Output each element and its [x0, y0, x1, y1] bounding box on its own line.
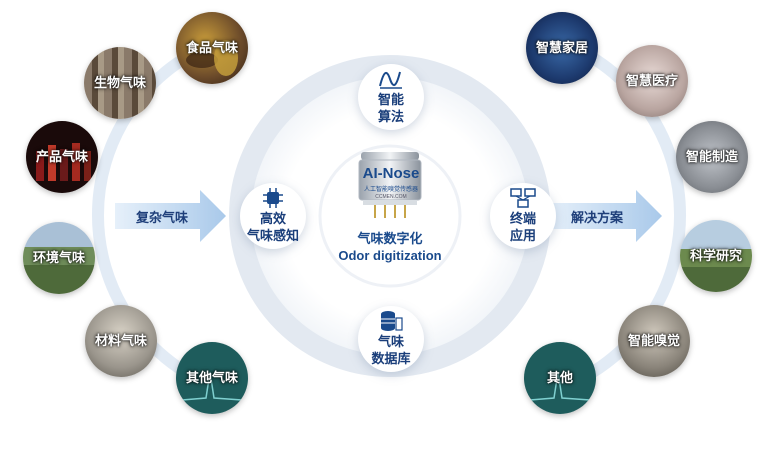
center-caption-cn: 气味数字化 — [357, 231, 423, 246]
right-circle-smart-medical: 智慧医疗 — [616, 45, 688, 117]
node-terminal: 终端 应用 — [490, 183, 556, 249]
left-label-environment: 环境气味 — [32, 249, 85, 265]
inner-ring — [318, 144, 462, 288]
node-algorithm-line2: 算法 — [377, 109, 404, 124]
left-circle-food: 食品气味 — [176, 12, 248, 84]
left-circle-other: 其他气味 — [176, 342, 248, 414]
left-circle-material: 材料气味 — [85, 305, 157, 377]
database-icon — [381, 311, 403, 332]
node-database-line2: 数据库 — [371, 351, 411, 366]
right-arrow — [548, 190, 662, 242]
left-label-other: 其他气味 — [185, 369, 238, 385]
chip-icon — [263, 188, 283, 209]
left-label-product: 产品气味 — [35, 148, 88, 164]
left-circle-bio: 生物气味 — [84, 47, 156, 119]
right-circle-smart-home: 智慧家居 — [526, 12, 598, 84]
food-photo-icon — [186, 40, 238, 76]
left-arrow-label: 复杂气味 — [136, 210, 189, 225]
terminal-icon — [510, 188, 536, 208]
peak-curve-icon — [181, 371, 243, 401]
right-label-olfaction: 智能嗅觉 — [627, 332, 680, 348]
right-circle-research: 科学研究 — [680, 220, 752, 292]
algorithm-icon — [379, 71, 402, 89]
node-database-line1: 气味 — [377, 334, 404, 350]
right-circle-other: 其他 — [524, 342, 596, 414]
right-circle-smart-manufacturing: 智能制造 — [676, 121, 748, 193]
right-label-other: 其他 — [546, 369, 573, 385]
peak-curve-icon-right — [529, 371, 591, 401]
node-algorithm: 智能 算法 — [358, 64, 424, 130]
right-circle-olfaction: 智能嗅觉 — [618, 305, 690, 377]
left-arc — [92, 39, 213, 391]
left-label-bio: 生物气味 — [93, 74, 146, 90]
right-label-smart-medical: 智慧医疗 — [625, 72, 678, 88]
right-label-smart-manufacturing: 智能制造 — [685, 148, 738, 164]
sensor-url: CCMEN.COM — [375, 194, 407, 200]
sensor-brand: AI-Nose — [362, 165, 420, 182]
left-circle-environment: 环境气味 — [23, 222, 95, 294]
node-perception: 高效 气味感知 — [240, 183, 306, 249]
node-perception-line1: 高效 — [259, 211, 286, 227]
node-algorithm-line1: 智能 — [377, 92, 404, 108]
left-label-food: 食品气味 — [185, 39, 238, 55]
center-caption-en: Odor digitization — [338, 248, 442, 263]
sensor-icon — [358, 152, 422, 218]
right-label-research: 科学研究 — [689, 247, 742, 263]
right-arrow-label: 解决方案 — [571, 210, 624, 225]
sensor-subtitle: 人工智能嗅觉传感器 — [363, 187, 418, 193]
left-arrow — [115, 190, 226, 242]
right-label-smart-home: 智慧家居 — [535, 39, 588, 55]
node-terminal-line1: 终端 — [509, 211, 536, 227]
left-label-material: 材料气味 — [94, 332, 147, 348]
product-photo-icon — [36, 143, 91, 181]
left-circle-product: 产品气味 — [26, 121, 98, 193]
node-terminal-line2: 应用 — [509, 228, 536, 243]
node-perception-line2: 气味感知 — [246, 228, 299, 243]
node-database: 气味 数据库 — [358, 306, 424, 372]
